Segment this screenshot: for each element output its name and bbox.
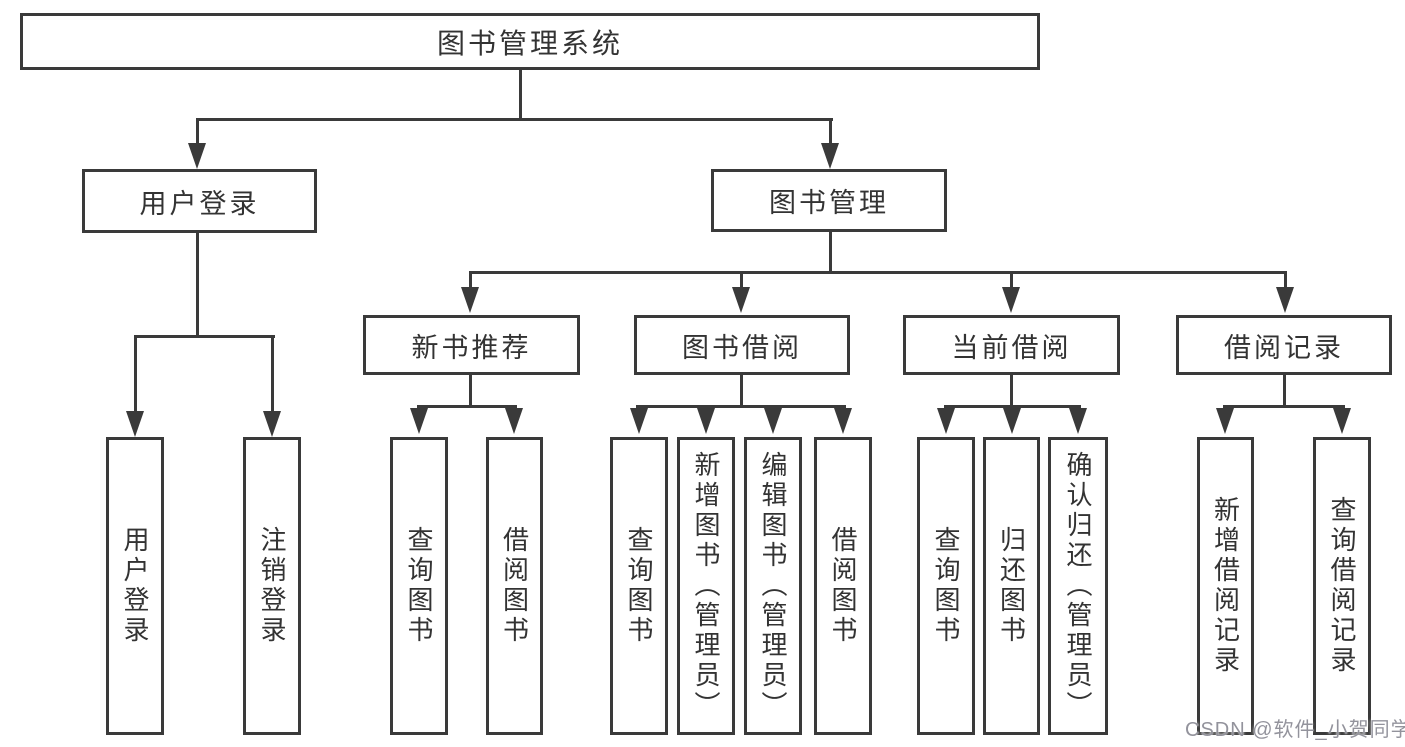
node-current-borrowing: 当前借阅 (903, 315, 1120, 375)
connector-line (636, 405, 846, 408)
connector-line (469, 271, 1287, 274)
connector-line (271, 338, 274, 413)
connector-line (196, 118, 833, 121)
connector-line (196, 121, 199, 145)
connector-line (469, 274, 472, 289)
connector-arrowhead (1276, 287, 1294, 313)
leaf-confirm-return-admin: 确认归还（管理员） (1048, 437, 1108, 735)
connector-arrowhead (1069, 408, 1087, 434)
node-new-book-recommend: 新书推荐 (363, 315, 580, 375)
connector-line (134, 335, 275, 338)
connector-arrowhead (461, 287, 479, 313)
connector-line (196, 233, 199, 337)
node-book-management: 图书管理 (711, 169, 947, 232)
connector-arrowhead (1002, 287, 1020, 313)
connector-line (519, 70, 522, 118)
connector-arrowhead (834, 408, 852, 434)
leaf-add-book-admin: 新增图书（管理员） (677, 437, 735, 735)
connector-line (1010, 274, 1013, 289)
connector-arrowhead (937, 408, 955, 434)
connector-line (1284, 274, 1287, 289)
leaf-query-book-recommend: 查询图书 (390, 437, 448, 735)
connector-line (469, 375, 472, 407)
connector-arrowhead (1216, 408, 1234, 434)
node-book-borrowing: 图书借阅 (634, 315, 850, 375)
connector-arrowhead (263, 411, 281, 437)
connector-line (829, 121, 832, 145)
leaf-user-login: 用户登录 (106, 437, 164, 735)
connector-arrowhead (732, 287, 750, 313)
connector-line (740, 274, 743, 289)
connector-arrowhead (764, 408, 782, 434)
connector-arrowhead (1003, 408, 1021, 434)
connector-arrowhead (505, 408, 523, 434)
connector-line (740, 375, 743, 407)
connector-line (417, 405, 517, 408)
connector-line (1283, 375, 1286, 407)
node-user-login: 用户登录 (82, 169, 317, 233)
leaf-query-book-current: 查询图书 (917, 437, 975, 735)
connector-arrowhead (1333, 408, 1351, 434)
leaf-query-borrow-record: 查询借阅记录 (1313, 437, 1371, 735)
connector-arrowhead (697, 408, 715, 434)
connector-arrowhead (821, 143, 839, 169)
connector-line (134, 338, 137, 413)
connector-arrowhead (188, 143, 206, 169)
connector-line (944, 405, 1081, 408)
connector-line (1223, 405, 1345, 408)
node-library-system: 图书管理系统 (20, 13, 1040, 70)
leaf-borrow-book: 借阅图书 (814, 437, 872, 735)
node-borrowing-records: 借阅记录 (1176, 315, 1392, 375)
connector-line (829, 232, 832, 274)
leaf-borrow-book-recommend: 借阅图书 (486, 437, 543, 735)
connector-arrowhead (126, 411, 144, 437)
leaf-return-book: 归还图书 (983, 437, 1040, 735)
csdn-watermark: CSDN @软件_小贺同学 (1185, 719, 1405, 741)
leaf-edit-book-admin: 编辑图书（管理员） (744, 437, 802, 735)
connector-arrowhead (410, 408, 428, 434)
connector-arrowhead (630, 408, 648, 434)
connector-line (1010, 375, 1013, 407)
leaf-query-book-borrowing: 查询图书 (610, 437, 668, 735)
leaf-logout: 注销登录 (243, 437, 301, 735)
leaf-add-borrow-record: 新增借阅记录 (1197, 437, 1254, 735)
